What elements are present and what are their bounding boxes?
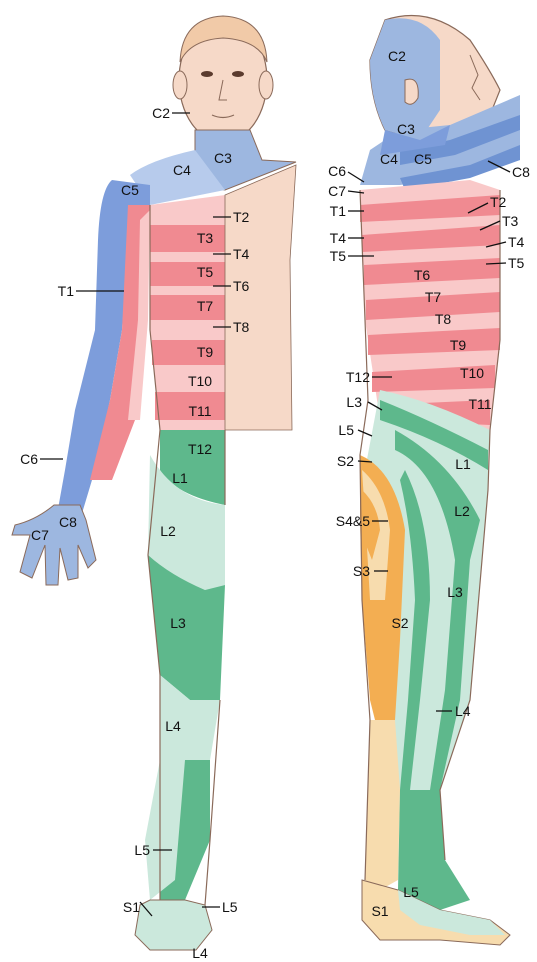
side-label-s2: S2 <box>337 453 354 469</box>
side-label-t10: T10 <box>460 365 484 381</box>
side-label-l4: L4 <box>455 703 471 719</box>
front-label-t6: T6 <box>233 278 250 294</box>
front-band-t3 <box>150 225 225 252</box>
side-ear <box>405 79 418 104</box>
side-label-t2: T2 <box>490 194 507 210</box>
front-label-c7: C7 <box>31 527 49 543</box>
front-label-c2: C2 <box>152 105 170 121</box>
front-label-t12: T12 <box>188 441 212 457</box>
side-label-l5: L5 <box>338 422 354 438</box>
side-sacral-s1-leg <box>365 720 400 890</box>
side-label-l2: L2 <box>454 503 470 519</box>
side-label-t4-right: T4 <box>508 234 525 250</box>
front-band-t7 <box>150 295 225 320</box>
front-label-l5: L5 <box>134 842 150 858</box>
side-label-c2: C2 <box>388 48 406 64</box>
side-label-c4: C4 <box>380 151 398 167</box>
side-label-c6: C6 <box>328 163 346 179</box>
side-label-s1: S1 <box>371 903 388 919</box>
front-label-c3: C3 <box>214 150 232 166</box>
front-foot <box>135 900 212 950</box>
front-label-c4: C4 <box>173 162 191 178</box>
front-label-c6: C6 <box>20 451 38 467</box>
front-label-t10: T10 <box>188 373 212 389</box>
side-label-s2-leg: S2 <box>391 615 408 631</box>
front-label-c8: C8 <box>59 514 77 530</box>
side-label-s3: S3 <box>353 563 370 579</box>
side-label-t3: T3 <box>502 213 519 229</box>
front-label-l2: L2 <box>160 523 176 539</box>
front-figure <box>12 16 296 950</box>
side-label-t4: T4 <box>330 230 347 246</box>
front-label-l4: L4 <box>165 718 181 734</box>
front-right-ear <box>259 71 273 99</box>
side-label-l1: L1 <box>455 456 471 472</box>
front-label-t9: T9 <box>197 344 214 360</box>
side-label-l5-leg: L5 <box>403 884 419 900</box>
front-label-t2: T2 <box>233 209 250 225</box>
side-label-s45: S4&5 <box>336 513 370 529</box>
front-left-eye <box>201 71 213 77</box>
front-label-t5: T5 <box>197 264 214 280</box>
side-label-c3: C3 <box>397 121 415 137</box>
side-label-c5: C5 <box>414 151 432 167</box>
front-label-l3: L3 <box>170 615 186 631</box>
side-label-t9: T9 <box>450 337 467 353</box>
front-right-eye <box>232 71 244 77</box>
side-label-l3: L3 <box>346 394 362 410</box>
side-label-t8: T8 <box>435 311 452 327</box>
front-label-t1: T1 <box>58 283 75 299</box>
front-left-ear <box>173 71 187 99</box>
front-label-l5-foot: L5 <box>222 899 238 915</box>
side-label-t7: T7 <box>425 289 442 305</box>
front-torso-right <box>225 165 296 430</box>
side-label-t1: T1 <box>330 203 347 219</box>
front-label-s1: S1 <box>123 899 140 915</box>
front-band-t9 <box>152 340 225 365</box>
front-label-t3: T3 <box>197 230 214 246</box>
front-hand <box>12 505 96 585</box>
front-label-t8: T8 <box>233 319 250 335</box>
front-label-l1: L1 <box>172 470 188 486</box>
front-band-t5 <box>150 262 225 286</box>
side-label-c8: C8 <box>512 164 530 180</box>
front-label-c5: C5 <box>121 182 139 198</box>
front-label-t4: T4 <box>233 246 250 262</box>
front-label-t11: T11 <box>188 403 211 419</box>
front-label-t7: T7 <box>197 298 214 314</box>
side-label-t6: T6 <box>414 267 431 283</box>
side-label-c7: C7 <box>328 183 346 199</box>
side-label-t5: T5 <box>330 248 347 264</box>
side-label-l3-leg: L3 <box>447 584 463 600</box>
front-label-l4-foot: L4 <box>192 945 208 961</box>
side-label-t12: T12 <box>346 369 370 385</box>
side-label-t5-right: T5 <box>508 255 525 271</box>
side-label-t11: T11 <box>468 396 491 412</box>
